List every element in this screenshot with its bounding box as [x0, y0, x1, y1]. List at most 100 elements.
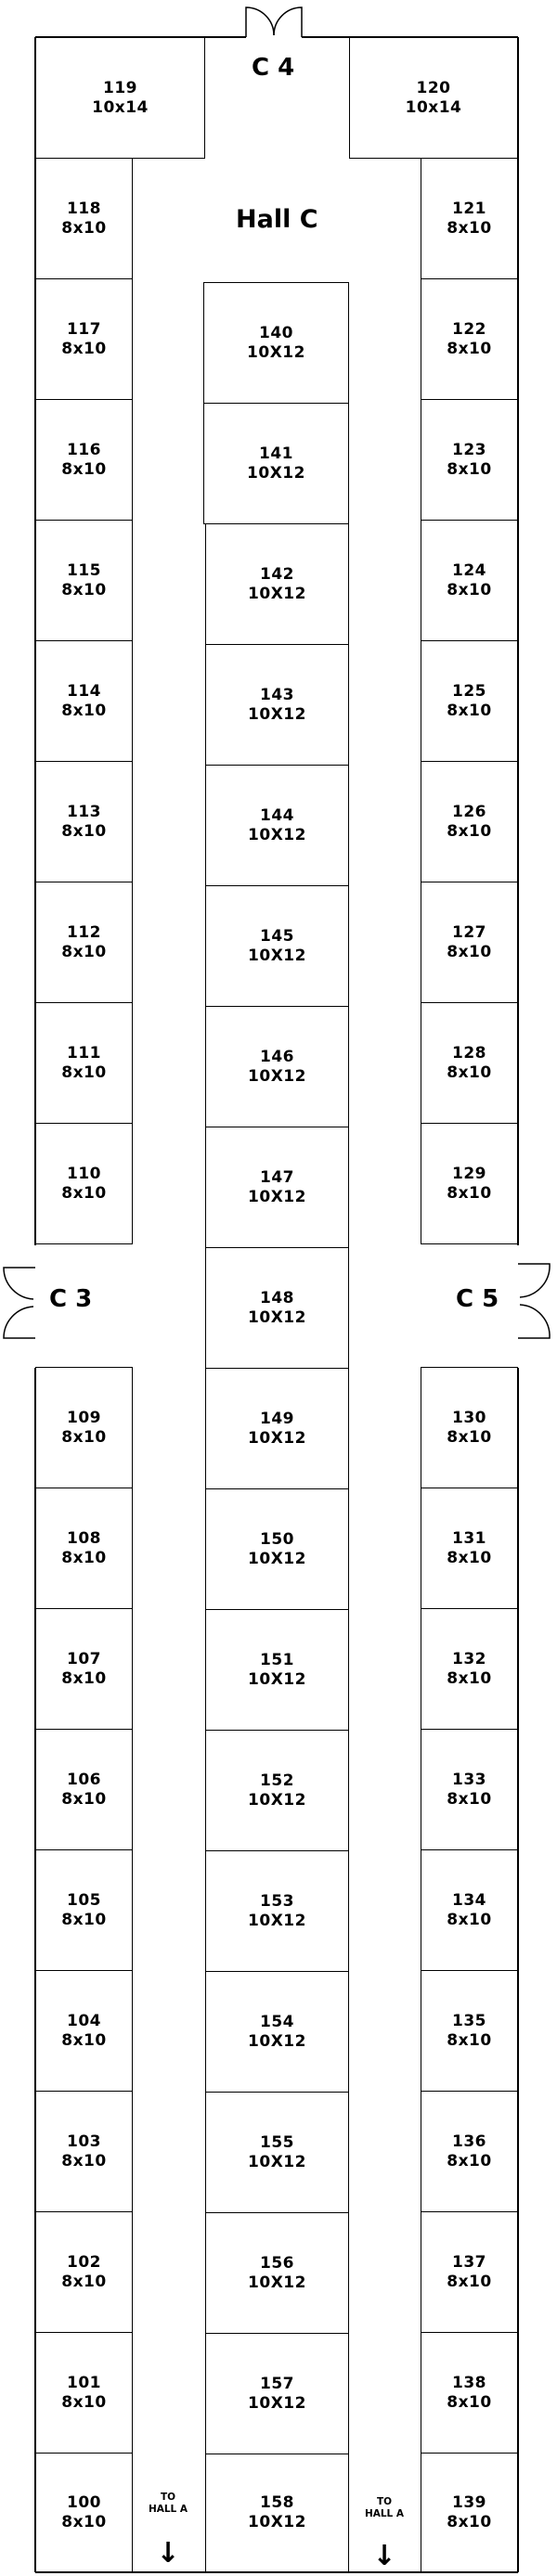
- booth-148[interactable]: 148 10X12: [205, 1247, 349, 1369]
- booth-142[interactable]: 142 10X12: [205, 523, 349, 645]
- booth-100[interactable]: 100 8x10: [35, 2453, 133, 2572]
- booth-107[interactable]: 107 8x10: [35, 1608, 133, 1730]
- booth-117[interactable]: 117 8x10: [35, 278, 133, 400]
- booth-124[interactable]: 124 8x10: [421, 520, 518, 641]
- booth-157[interactable]: 157 10X12: [205, 2333, 349, 2454]
- booth-size: 8x10: [61, 1063, 107, 1082]
- booth-105[interactable]: 105 8x10: [35, 1849, 133, 1971]
- booth-size: 8x10: [61, 1427, 107, 1447]
- booth-130[interactable]: 130 8x10: [421, 1367, 518, 1488]
- booth-number: 100: [67, 2492, 101, 2512]
- booth-121[interactable]: 121 8x10: [421, 158, 518, 279]
- booth-number: 126: [452, 802, 486, 821]
- booth-number: 136: [452, 2132, 486, 2151]
- booth-104[interactable]: 104 8x10: [35, 1970, 133, 2092]
- booth-128[interactable]: 128 8x10: [421, 1002, 518, 1124]
- booth-122[interactable]: 122 8x10: [421, 278, 518, 400]
- booth-153[interactable]: 153 10X12: [205, 1850, 349, 1972]
- booth-152[interactable]: 152 10X12: [205, 1730, 349, 1851]
- booth-119[interactable]: 119 10x14: [35, 37, 205, 159]
- booth-155[interactable]: 155 10X12: [205, 2092, 349, 2213]
- booth-115[interactable]: 115 8x10: [35, 520, 133, 641]
- booth-138[interactable]: 138 8x10: [421, 2332, 518, 2454]
- booth-127[interactable]: 127 8x10: [421, 882, 518, 1003]
- booth-123[interactable]: 123 8x10: [421, 399, 518, 521]
- booth-size: 8x10: [447, 2512, 492, 2531]
- booth-143[interactable]: 143 10X12: [205, 644, 349, 766]
- booth-size: 8x10: [61, 2392, 107, 2412]
- booth-114[interactable]: 114 8x10: [35, 640, 133, 762]
- booth-number: 128: [452, 1043, 486, 1063]
- booth-140[interactable]: 140 10X12: [203, 282, 349, 404]
- booth-number: 133: [452, 1770, 486, 1789]
- booth-number: 137: [452, 2252, 486, 2272]
- booth-139[interactable]: 139 8x10: [421, 2453, 518, 2572]
- booth-size: 8x10: [447, 2151, 492, 2170]
- booth-133[interactable]: 133 8x10: [421, 1729, 518, 1850]
- booth-size: 8x10: [61, 2030, 107, 2050]
- booth-size: 8x10: [61, 459, 107, 479]
- booth-size: 8x10: [447, 580, 492, 599]
- booth-size: 10X12: [248, 1307, 306, 1327]
- booth-number: 149: [260, 1409, 294, 1428]
- booth-132[interactable]: 132 8x10: [421, 1608, 518, 1730]
- booth-158[interactable]: 158 10X12: [205, 2454, 349, 2572]
- booth-size: 10X12: [248, 2152, 306, 2171]
- booth-154[interactable]: 154 10X12: [205, 1971, 349, 2093]
- booth-135[interactable]: 135 8x10: [421, 1970, 518, 2092]
- booth-126[interactable]: 126 8x10: [421, 761, 518, 882]
- booth-111[interactable]: 111 8x10: [35, 1002, 133, 1124]
- booth-size: 8x10: [447, 821, 492, 841]
- booth-145[interactable]: 145 10X12: [205, 885, 349, 1007]
- booth-116[interactable]: 116 8x10: [35, 399, 133, 521]
- booth-137[interactable]: 137 8x10: [421, 2211, 518, 2333]
- booth-134[interactable]: 134 8x10: [421, 1849, 518, 1971]
- booth-151[interactable]: 151 10X12: [205, 1609, 349, 1731]
- booth-112[interactable]: 112 8x10: [35, 882, 133, 1003]
- booth-size: 10X12: [248, 2031, 306, 2051]
- booth-129[interactable]: 129 8x10: [421, 1123, 518, 1244]
- booth-number: 102: [67, 2252, 101, 2272]
- booth-number: 143: [260, 685, 294, 704]
- booth-number: 115: [67, 560, 101, 580]
- booth-118[interactable]: 118 8x10: [35, 158, 133, 279]
- booth-size: 10X12: [248, 2273, 306, 2292]
- booth-size: 8x10: [61, 580, 107, 599]
- booth-131[interactable]: 131 8x10: [421, 1488, 518, 1609]
- booth-125[interactable]: 125 8x10: [421, 640, 518, 762]
- booth-106[interactable]: 106 8x10: [35, 1729, 133, 1850]
- booth-110[interactable]: 110 8x10: [35, 1123, 133, 1244]
- booth-136[interactable]: 136 8x10: [421, 2091, 518, 2212]
- booth-number: 122: [452, 319, 486, 339]
- booth-103[interactable]: 103 8x10: [35, 2091, 133, 2212]
- booth-size: 8x10: [447, 218, 492, 238]
- booth-147[interactable]: 147 10X12: [205, 1127, 349, 1248]
- booth-144[interactable]: 144 10X12: [205, 765, 349, 886]
- booth-number: 157: [260, 2374, 294, 2393]
- booth-size: 8x10: [61, 1910, 107, 1929]
- booth-141[interactable]: 141 10X12: [203, 403, 349, 524]
- booth-156[interactable]: 156 10X12: [205, 2212, 349, 2334]
- booth-size: 8x10: [447, 2272, 492, 2291]
- down-arrow-icon: ↓: [156, 2537, 180, 2570]
- booth-number: 150: [260, 1529, 294, 1549]
- booth-size: 8x10: [447, 1668, 492, 1688]
- booth-size: 8x10: [61, 942, 107, 961]
- booth-120[interactable]: 120 10x14: [349, 37, 518, 159]
- booth-number: 101: [67, 2373, 101, 2392]
- booth-109[interactable]: 109 8x10: [35, 1367, 133, 1488]
- booth-150[interactable]: 150 10X12: [205, 1488, 349, 1610]
- booth-149[interactable]: 149 10X12: [205, 1368, 349, 1489]
- booth-101[interactable]: 101 8x10: [35, 2332, 133, 2454]
- booth-size: 8x10: [447, 339, 492, 358]
- booth-108[interactable]: 108 8x10: [35, 1488, 133, 1609]
- booth-146[interactable]: 146 10X12: [205, 1006, 349, 1127]
- booth-number: 118: [67, 199, 101, 218]
- booth-size: 10X12: [247, 342, 305, 362]
- booth-number: 145: [260, 926, 294, 946]
- booth-number: 104: [67, 2011, 101, 2030]
- booth-102[interactable]: 102 8x10: [35, 2211, 133, 2333]
- booth-113[interactable]: 113 8x10: [35, 761, 133, 882]
